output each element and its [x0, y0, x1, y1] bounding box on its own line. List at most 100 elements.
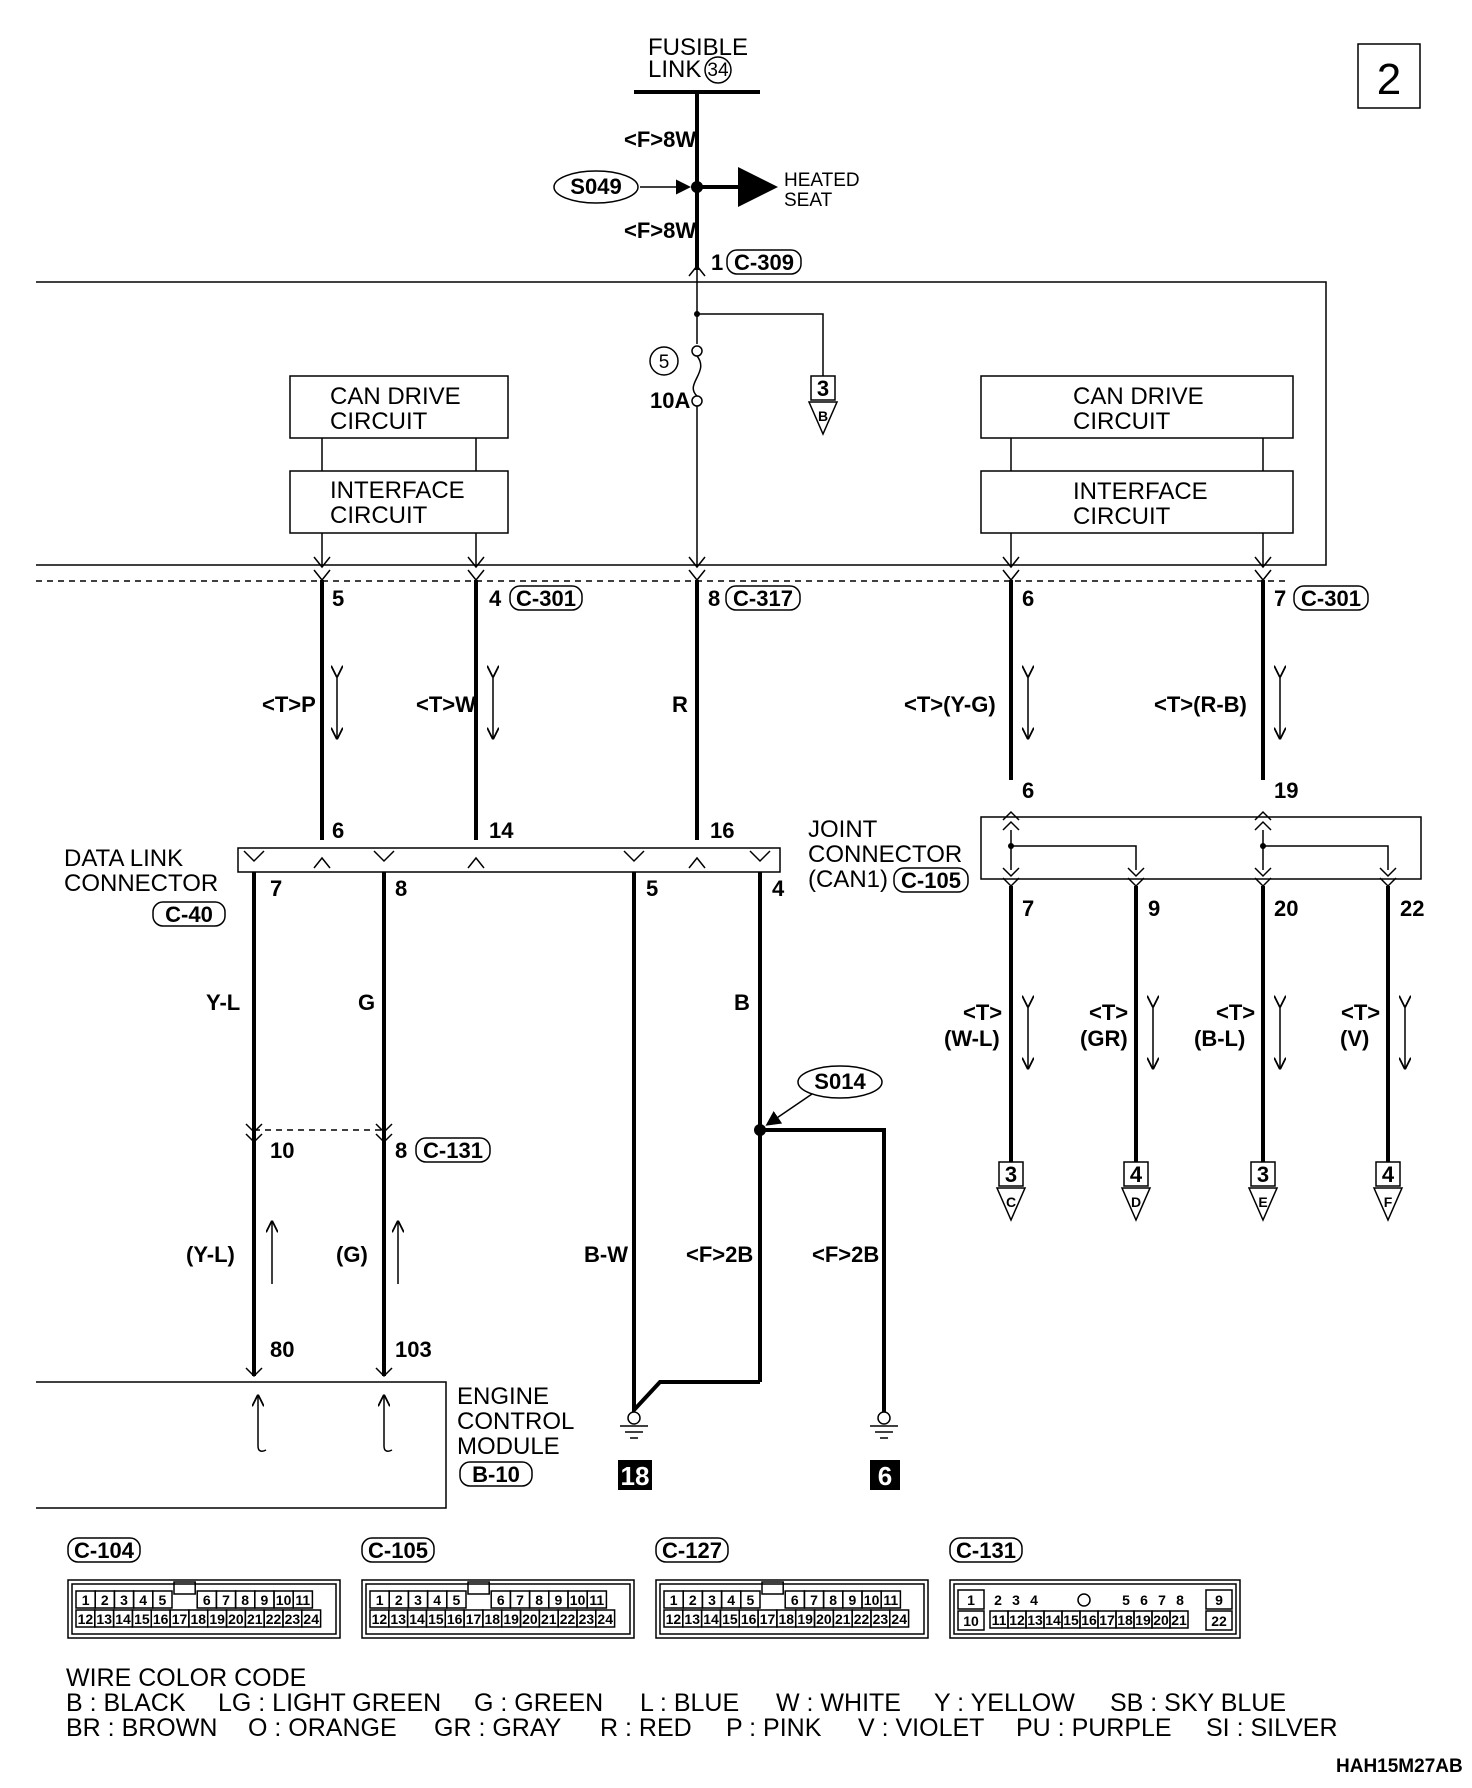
connector-c309-box — [726, 249, 802, 275]
pin-number: 14 — [1045, 1612, 1061, 1628]
ref-b-triangle — [807, 401, 839, 436]
pin-number: 11 — [295, 1592, 310, 1608]
wire-label-t: <T> — [963, 1000, 1002, 1025]
wire-label-yl-paren: (Y-L) — [186, 1242, 235, 1267]
splice-s049-oval — [553, 170, 639, 204]
connector-c131: C-131 — [423, 1138, 483, 1163]
pin-number: 13 — [1027, 1612, 1043, 1628]
splice-s014-pointer — [765, 1093, 813, 1126]
wire-label-tyg: <T>(Y-G) — [904, 692, 996, 717]
joint-connector — [980, 816, 1422, 880]
wire-label-bw: B-W — [584, 1242, 628, 1267]
interface-label-right: INTERFACE — [1073, 478, 1208, 505]
pin-number: 24 — [597, 1611, 613, 1627]
splice-s014: S014 — [814, 1069, 866, 1094]
wire-label-t: <T> — [1216, 1000, 1255, 1025]
wire-label-wl: (W-L) — [944, 1026, 1000, 1051]
interface-label-left-2: CIRCUIT — [330, 502, 428, 529]
pin-number: 20 — [816, 1611, 832, 1627]
pin-number: 10 — [570, 1592, 586, 1608]
wire-label-tw: <T>W — [416, 692, 476, 717]
connector-c40: C-40 — [165, 902, 213, 927]
pin-number: 15 — [428, 1611, 444, 1627]
ground-18-box — [618, 1460, 652, 1490]
pin-number: 6 — [1140, 1592, 1148, 1608]
wire-code-item: B : BLACK — [66, 1689, 186, 1717]
pin-cell — [957, 1610, 985, 1631]
ref-f — [1372, 1161, 1404, 1222]
pin-number: 21 — [1171, 1612, 1187, 1628]
connector-view-label-box — [949, 1537, 1023, 1563]
pin-number: 13 — [390, 1611, 406, 1627]
pin-number: 3 — [414, 1592, 422, 1608]
can-drive-label-right-2: CIRCUIT — [1073, 408, 1171, 435]
pin-number: 18 — [1117, 1612, 1133, 1628]
fusible-link-label: FUSIBLE — [648, 34, 748, 61]
wire-code-item: BR : BROWN — [66, 1714, 217, 1742]
connector-view-outline — [67, 1579, 341, 1639]
can-drive-label-left-2: CIRCUIT — [330, 408, 428, 435]
jc-arrow — [1002, 810, 1020, 821]
pin-number: 9 — [849, 1592, 857, 1608]
connector-view-label: C-104 — [74, 1538, 135, 1563]
pin-cell — [301, 1609, 322, 1628]
ref-d-letter: D — [1131, 1194, 1141, 1210]
pin-number: 6 — [497, 1592, 505, 1608]
joint-connector-label: JOINT — [808, 816, 878, 843]
splice-s014-oval — [797, 1065, 883, 1099]
pin-jc-20: 20 — [1274, 896, 1298, 921]
pin-dlc-6: 6 — [332, 818, 344, 843]
fuse-terminal-top — [691, 345, 703, 357]
pin-number: 22 — [854, 1611, 870, 1627]
can-drive-label-left: CAN DRIVE — [330, 383, 461, 410]
pin-number: 21 — [247, 1611, 263, 1627]
can-drive-label-right: CAN DRIVE — [1073, 383, 1204, 410]
connector-view-inner — [953, 1583, 1237, 1635]
pin-number: 10 — [276, 1592, 292, 1608]
pin-number: 18 — [485, 1611, 501, 1627]
pin-number: 20 — [522, 1611, 538, 1627]
pin-number: 21 — [541, 1611, 557, 1627]
pin-ecm-103: 103 — [395, 1337, 432, 1362]
pin-number: 10 — [864, 1592, 880, 1608]
signal-arrows-top — [337, 676, 1280, 738]
connector-arrow-c309 — [688, 264, 706, 277]
pin-number: 20 — [228, 1611, 244, 1627]
pin-dlc-16: 16 — [710, 818, 734, 843]
connector-view-outline — [949, 1579, 1241, 1639]
pin-number: 4 — [433, 1592, 441, 1608]
wire-code-item: G : GREEN — [474, 1689, 603, 1717]
wire-code-item: P : PINK — [726, 1714, 822, 1742]
pin-number: 9 — [1215, 1592, 1223, 1608]
interface-label-right-2: CIRCUIT — [1073, 503, 1171, 530]
pin-jc-7: 7 — [1022, 896, 1034, 921]
pin-number: 7 — [810, 1592, 818, 1608]
pin-jc-22: 22 — [1400, 896, 1424, 921]
pin-jc-6: 6 — [1022, 778, 1034, 803]
wire-label-tp: <T>P — [262, 692, 316, 717]
pin-number: 12 — [78, 1611, 94, 1627]
wire-code-title: WIRE COLOR CODE — [66, 1664, 306, 1692]
connector-c105: C-105 — [901, 868, 961, 893]
pin-number: 22 — [560, 1611, 576, 1627]
pin-etacs-8: 8 — [708, 586, 720, 611]
pin-number: 4 — [139, 1592, 147, 1608]
pin-number: 23 — [873, 1611, 889, 1627]
can-drive-circuit-left — [289, 375, 509, 439]
connector-view-label: C-131 — [956, 1538, 1016, 1563]
pin-number: 10 — [963, 1613, 979, 1629]
ref-e — [1247, 1161, 1279, 1222]
pin-number: 20 — [1153, 1612, 1169, 1628]
c131-arrow — [245, 1123, 263, 1134]
wire-code-item: Y : YELLOW — [934, 1689, 1075, 1717]
ref-b-branch — [697, 313, 824, 376]
pin-dlc-8: 8 — [395, 876, 407, 901]
pin-number: 16 — [447, 1611, 463, 1627]
pin-number: 8 — [1176, 1592, 1184, 1608]
ecm-pin-arrow — [245, 1367, 263, 1378]
pin-c309-1: 1 — [711, 250, 723, 275]
wire-label-t: <T> — [1089, 1000, 1128, 1025]
wire-label-v: (V) — [1340, 1026, 1369, 1051]
